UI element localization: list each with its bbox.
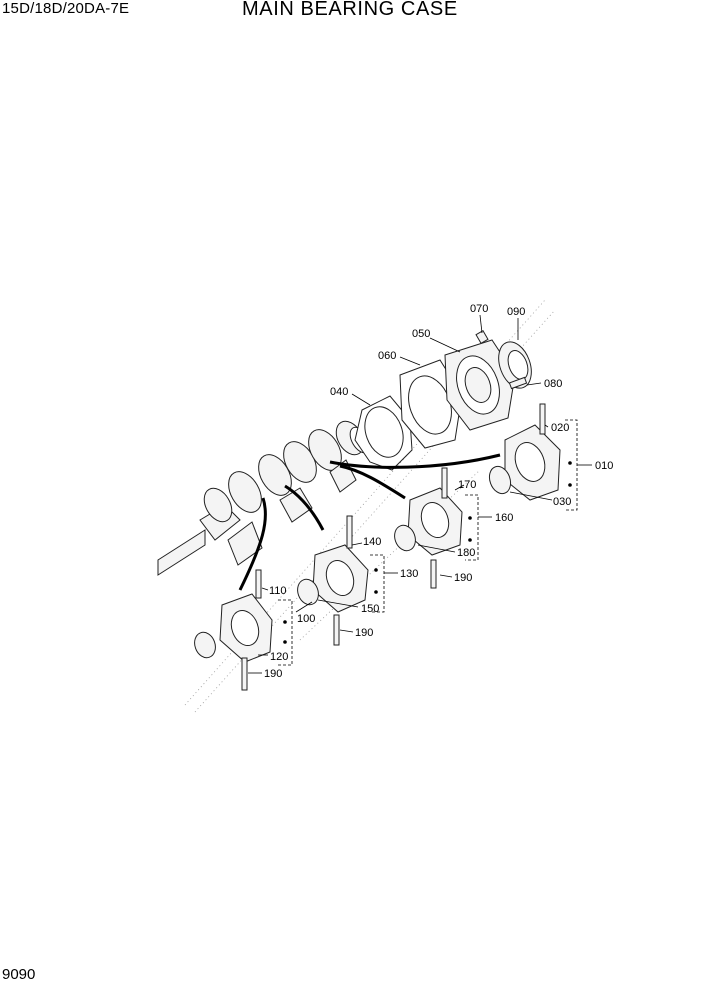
callout-170: 170 [458,479,476,491]
housing-050 [444,339,516,431]
callout-010: 010 [595,460,613,472]
callout-labels: 070 090 050 060 080 040 020 010 170 030 … [264,303,613,680]
gasket-040 [354,395,413,471]
callout-130: 130 [400,568,418,580]
callout-050: 050 [412,328,430,340]
callout-090: 090 [507,306,525,318]
bearing-shell-030 [488,465,512,495]
page-number: 9090 [2,966,36,983]
callout-190-middle: 190 [355,627,373,639]
callout-080: 080 [544,378,562,390]
crankshaft [157,420,371,576]
bearing-shell-100 [194,631,216,659]
leader-lines [248,314,592,674]
bearing-case-120 [219,569,273,691]
callout-060: 060 [378,350,396,362]
bolt-070 [475,329,489,345]
callout-110: 110 [269,585,287,597]
callout-030: 030 [553,496,571,508]
page-title: MAIN BEARING CASE [242,0,458,20]
callout-100: 100 [297,613,315,625]
callout-070: 070 [470,303,488,315]
callout-180: 180 [457,547,475,559]
callout-140: 140 [363,536,381,548]
model-code: 15D/18D/20DA-7E [2,0,130,17]
callout-120: 120 [270,651,288,663]
assembly-arrows [238,453,501,591]
bearing-shell-180 [394,524,416,552]
bearing-shell-150 [297,578,319,606]
callout-040: 040 [330,386,348,398]
oil-seal-090 [498,341,532,389]
bolt-080 [508,376,528,390]
callout-160: 160 [495,512,513,524]
bearing-case-130 [312,515,369,646]
bearing-case-010 [504,403,561,501]
callout-190-lower: 190 [264,668,282,680]
callout-020: 020 [551,422,569,434]
callout-150: 150 [361,603,379,615]
callout-190-upper: 190 [454,572,472,584]
bearing-case-160 [407,467,463,589]
